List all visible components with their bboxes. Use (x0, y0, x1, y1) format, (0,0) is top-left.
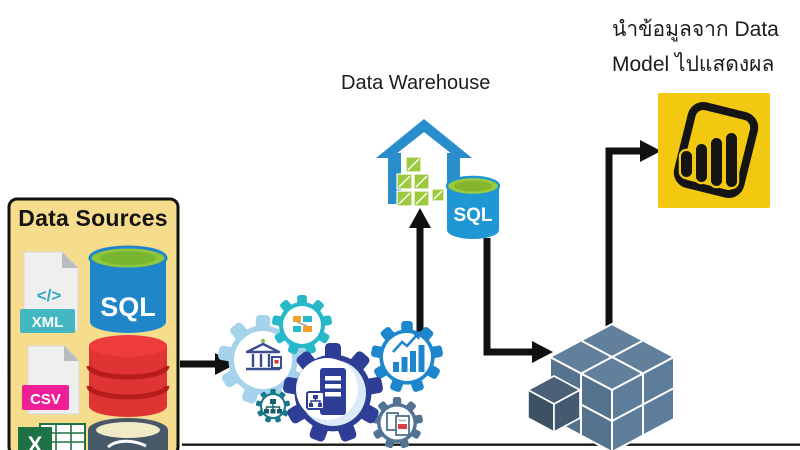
annotation-line-2: Model ไปแสดงผล (612, 53, 775, 76)
data-sources-panel: </> XML CSV X (7, 197, 180, 450)
excel-icon: X (18, 423, 86, 450)
warehouse-building-icon (376, 119, 472, 207)
flow-arrow-cube-to-powerbi (605, 140, 661, 332)
power-bi-icon (658, 93, 770, 208)
gear-chart-icon (370, 320, 444, 393)
gear-diagram-icon (271, 294, 333, 355)
sql-label: SQL (100, 292, 156, 322)
gear-server-icon (282, 342, 384, 443)
mysql-dolphin-glyph (107, 439, 147, 449)
small-cube-icon (527, 375, 581, 433)
olap-cube-icon (527, 323, 675, 450)
data-sources-title: Data Sources (18, 205, 168, 231)
bottom-divider-line (182, 443, 800, 446)
mysql-database-icon (88, 418, 168, 450)
excel-x-letter: X (28, 432, 43, 450)
xml-code-glyph: </> (37, 286, 62, 305)
etl-gears (217, 294, 444, 449)
power-bi-bars (678, 130, 740, 190)
xml-badge-label: XML (32, 314, 64, 331)
annotation-line-1: นำข้อมูลจาก Data (612, 18, 779, 41)
warehouse-sql-database-icon: SQL (445, 175, 501, 239)
data-warehouse-label: Data Warehouse (341, 72, 491, 94)
csv-badge-label: CSV (30, 391, 61, 408)
warehouse-sql-label: SQL (453, 205, 492, 226)
gear-reports-icon (370, 397, 424, 449)
sql-database-icon: SQL (88, 245, 168, 333)
gear-bank-icon (217, 315, 309, 405)
csv-file-icon: CSV (22, 345, 80, 415)
xml-file-icon: </> XML (20, 251, 79, 333)
oracle-database-icon (86, 335, 170, 417)
annotation-thai: นำข้อมูลจาก Data Model ไปแสดงผล (612, 12, 798, 82)
flow-arrow-etl-to-warehouse (409, 208, 431, 334)
flow-arrow-warehouse-to-cube (483, 238, 553, 363)
gear-hierarchy-icon (255, 388, 291, 423)
